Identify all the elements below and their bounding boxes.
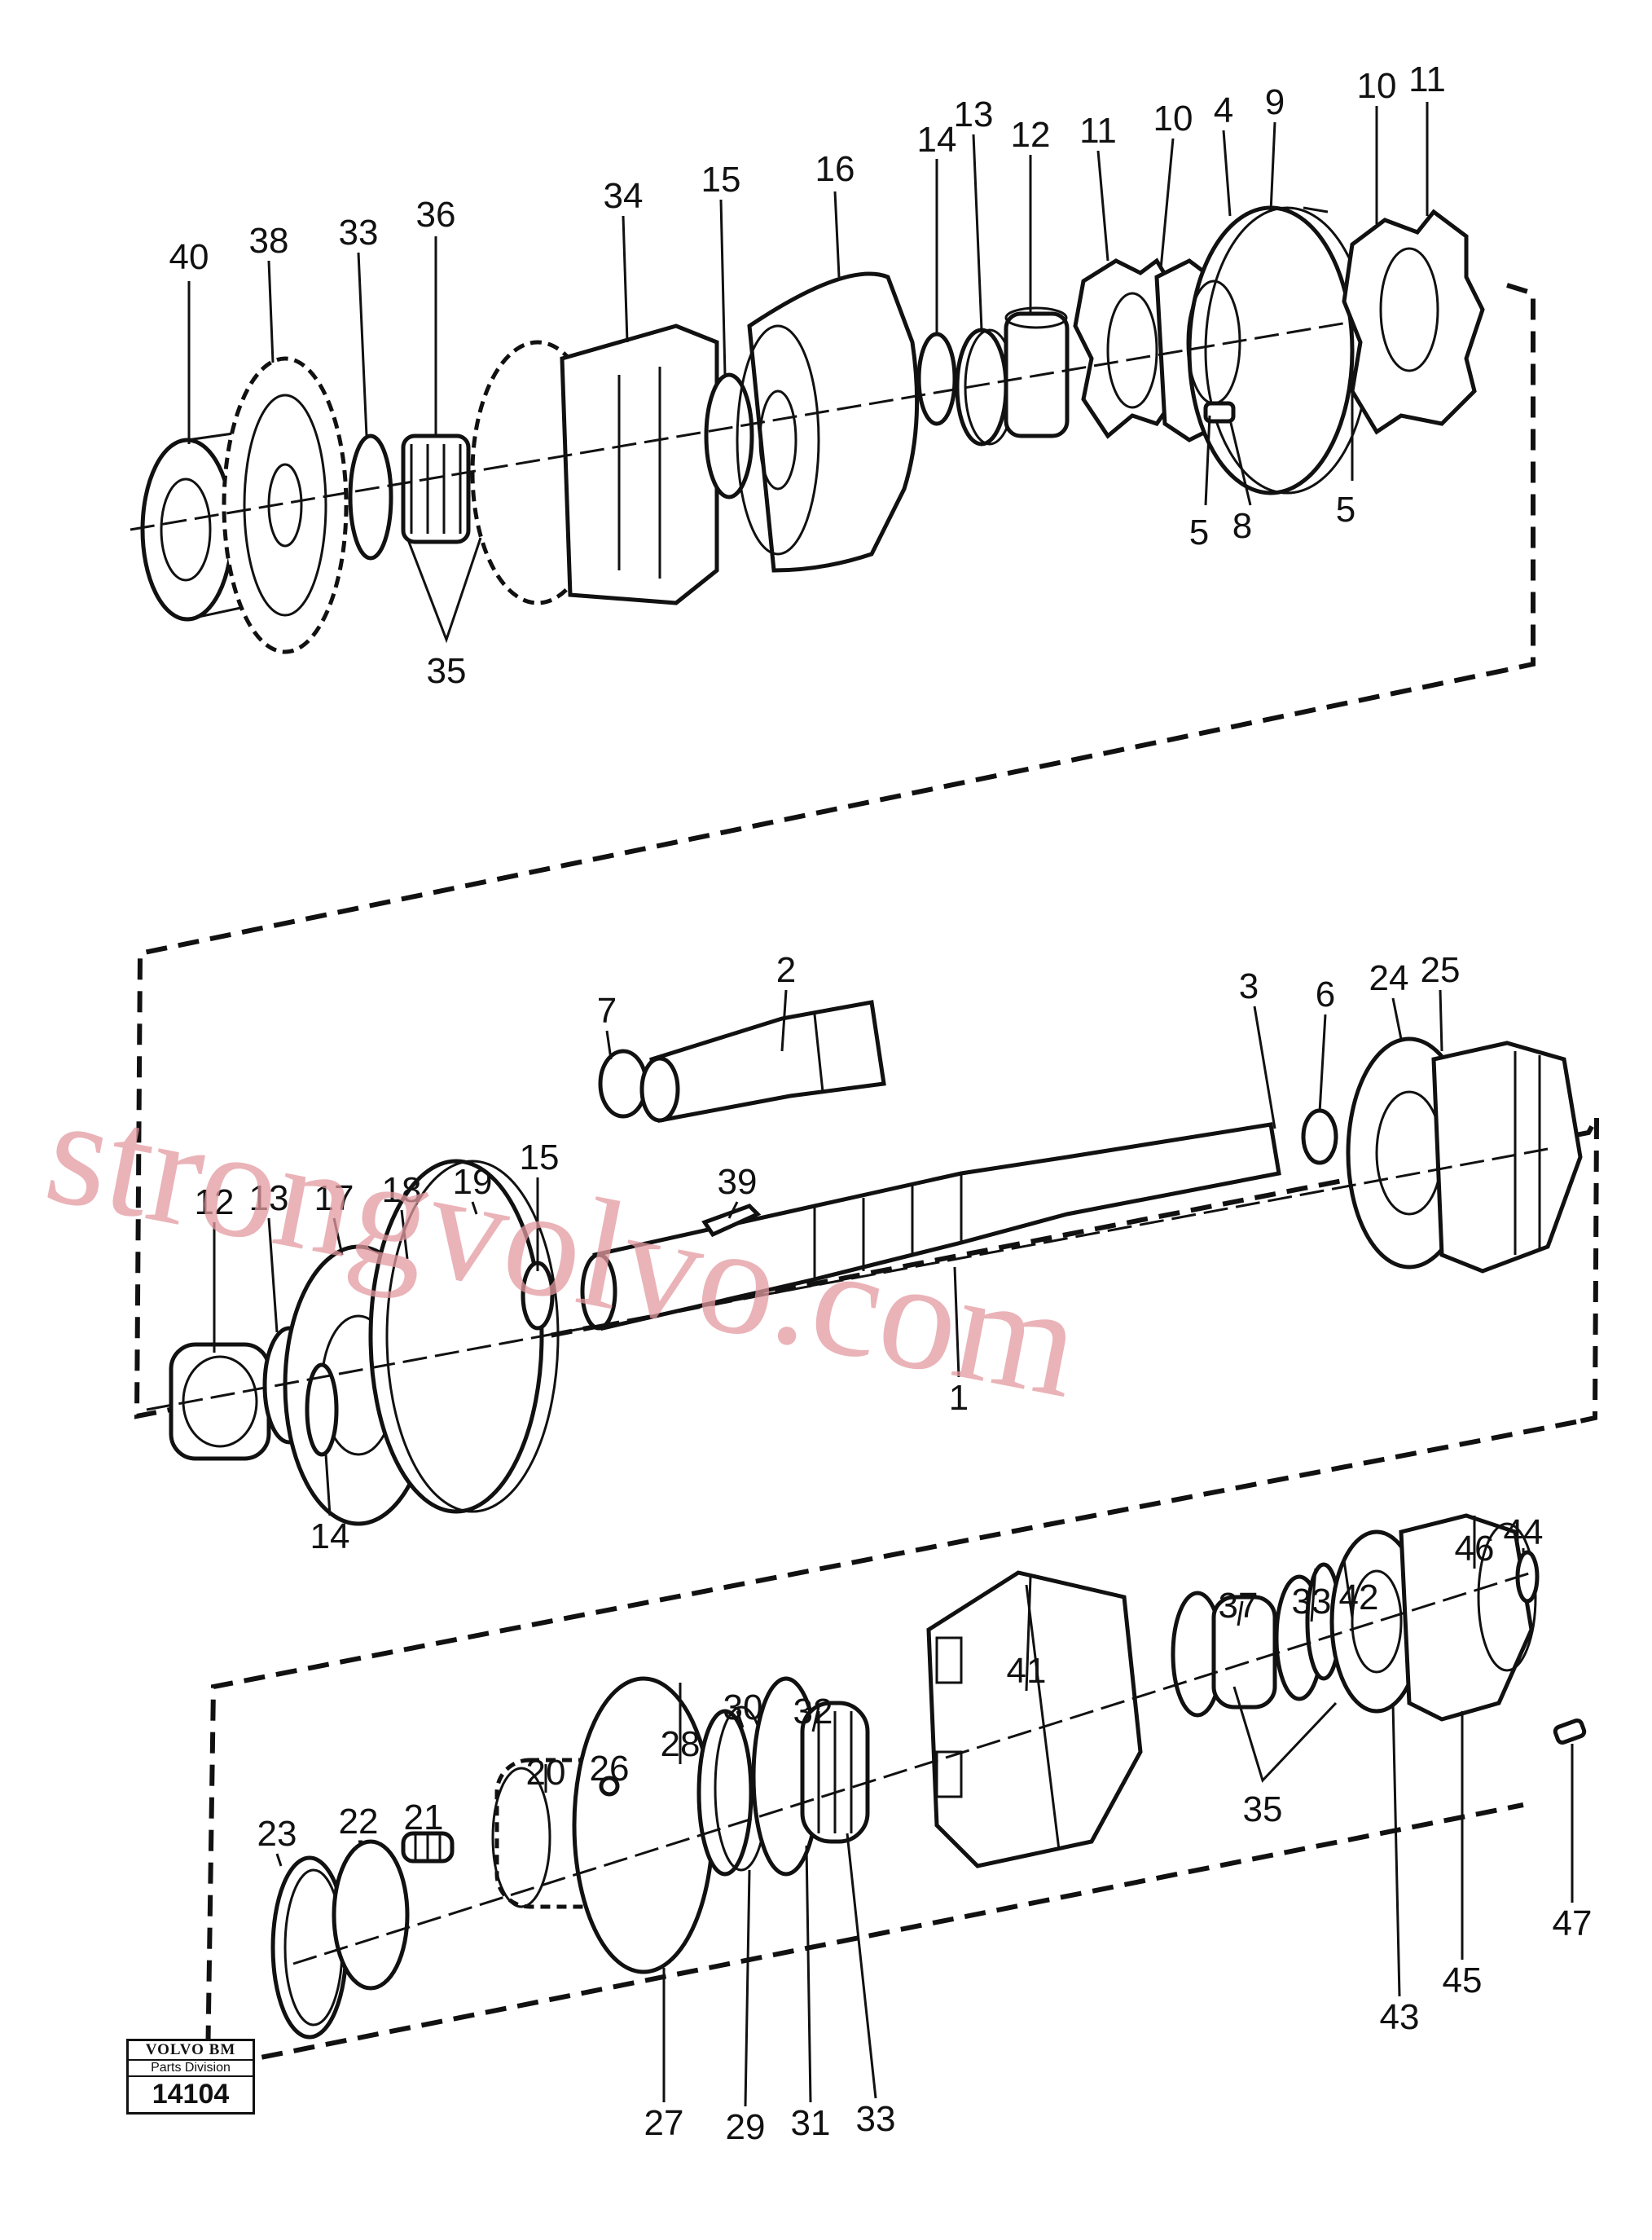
- assembly-frame-bottom: [204, 1117, 1599, 2071]
- callout-12-top: 12: [1011, 115, 1051, 155]
- callout-42: 42: [1339, 1578, 1379, 1617]
- part-cover-22: [332, 1839, 410, 1991]
- callout-40-top: 40: [169, 237, 209, 277]
- part-snap-ring-14-mid: [305, 1362, 339, 1457]
- callout-28: 28: [661, 1724, 701, 1764]
- callout-8: 8: [1232, 506, 1252, 546]
- callout-11-b: 11: [1408, 59, 1446, 99]
- part-piston-housing-4-9: [1186, 205, 1370, 495]
- callout-27: 27: [644, 2103, 684, 2143]
- part-plate-27-28: [572, 1676, 715, 1974]
- callout-33-bot-a: 33: [1292, 1582, 1332, 1622]
- callout-24: 24: [1369, 958, 1409, 998]
- part-main-shaft-1: [580, 1122, 1281, 1331]
- callout-35-bot: 35: [1243, 1789, 1283, 1829]
- callout-23: 23: [257, 1814, 297, 1854]
- callout-2: 2: [776, 950, 796, 990]
- callout-15-mid: 15: [520, 1138, 560, 1177]
- part-needle-bearing-36: [401, 433, 471, 544]
- part-gear-38: [222, 356, 349, 654]
- part-snap-ring-14-top: [916, 332, 957, 426]
- callout-33-bot-b: 33: [856, 2099, 896, 2139]
- callout-37: 37: [1219, 1586, 1259, 1626]
- callout-16: 16: [815, 149, 855, 189]
- part-clutch-hub-34: [470, 323, 719, 605]
- callout-14-top: 14: [917, 120, 957, 160]
- part-carrier-41: [926, 1570, 1143, 1868]
- callout-3: 3: [1239, 966, 1259, 1006]
- volvo-parts-badge: VOLVO BM Parts Division 14104: [126, 2039, 255, 2115]
- callout-20: 20: [526, 1753, 566, 1793]
- part-housing-18-19: [368, 1159, 560, 1514]
- callout-4: 4: [1214, 90, 1233, 130]
- callout-43: 43: [1380, 1997, 1420, 2037]
- callout-10-a: 10: [1153, 99, 1193, 139]
- callout-1: 1: [949, 1378, 969, 1418]
- part-shaft-2: [639, 1000, 886, 1123]
- callout-22: 22: [339, 1802, 379, 1842]
- callout-29: 29: [726, 2107, 766, 2147]
- callout-36: 36: [416, 195, 456, 235]
- part-pin-26: [599, 1776, 620, 1797]
- callout-17: 17: [314, 1178, 354, 1218]
- callout-13-mid: 13: [249, 1178, 289, 1218]
- part-separator-plate-10-11-b: [1342, 209, 1485, 435]
- part-sleeve-12-mid: [169, 1342, 271, 1461]
- callout-5-b: 5: [1336, 490, 1355, 530]
- assembly-frame-middle: [134, 667, 1599, 1419]
- callout-33-top: 33: [339, 213, 379, 253]
- badge-number: 14104: [152, 2079, 230, 2110]
- callout-38: 38: [249, 221, 289, 261]
- badge-division: Parts Division: [129, 2061, 253, 2077]
- part-washer-6: [1301, 1108, 1338, 1165]
- part-pin-47: [1553, 1718, 1587, 1745]
- part-snap-ring-7: [598, 1049, 648, 1119]
- part-ball-bearing-40: [140, 430, 245, 622]
- part-sleeve-12-top: [1004, 306, 1070, 438]
- part-pin-8: [1203, 401, 1236, 424]
- callout-30: 30: [723, 1688, 763, 1727]
- callout-45: 45: [1443, 1961, 1483, 2000]
- callout-15-top: 15: [701, 160, 741, 200]
- part-rings-29-30: [696, 1705, 769, 1877]
- axis-line-bottom: [292, 1571, 1532, 1965]
- part-spring-21: [401, 1831, 455, 1864]
- callout-31: 31: [791, 2103, 831, 2143]
- callout-14-mid: 14: [310, 1516, 350, 1556]
- assembly-frame-top: [1506, 283, 1536, 672]
- callout-39: 39: [718, 1162, 758, 1202]
- part-spacer-33-top: [348, 433, 393, 561]
- callout-10-b: 10: [1357, 66, 1397, 106]
- callout-35-top: 35: [427, 651, 467, 691]
- callout-47: 47: [1553, 1903, 1593, 1943]
- part-spring-13-top: [955, 328, 1016, 447]
- callout-12-mid: 12: [195, 1182, 235, 1222]
- callout-5-a: 5: [1189, 513, 1209, 552]
- callout-19: 19: [453, 1162, 493, 1202]
- callout-26: 26: [590, 1749, 630, 1789]
- callout-34: 34: [604, 176, 644, 216]
- callout-46: 46: [1455, 1529, 1495, 1569]
- callout-6: 6: [1316, 975, 1335, 1014]
- part-clutch-pack-24-25: [1346, 1036, 1583, 1274]
- callout-44: 44: [1504, 1512, 1544, 1552]
- callout-9: 9: [1265, 82, 1285, 122]
- callout-32: 32: [793, 1692, 833, 1732]
- callout-25: 25: [1421, 950, 1461, 990]
- part-key-39: [701, 1204, 762, 1238]
- part-bearing-31-32-33: [751, 1676, 870, 1877]
- badge-brand: VOLVO BM: [129, 2041, 253, 2061]
- axis-line-middle: [146, 1147, 1549, 1411]
- callout-41: 41: [1007, 1651, 1047, 1691]
- callout-7: 7: [597, 991, 617, 1031]
- leader-lines: [187, 102, 1574, 2107]
- callout-18: 18: [382, 1170, 422, 1210]
- callout-11-a: 11: [1079, 111, 1117, 151]
- callout-21: 21: [404, 1798, 444, 1837]
- axis-line-top: [130, 320, 1353, 531]
- callout-13-top: 13: [954, 95, 994, 134]
- part-snap-ring-15-top: [704, 372, 754, 499]
- part-clutch-drum-16: [736, 271, 920, 573]
